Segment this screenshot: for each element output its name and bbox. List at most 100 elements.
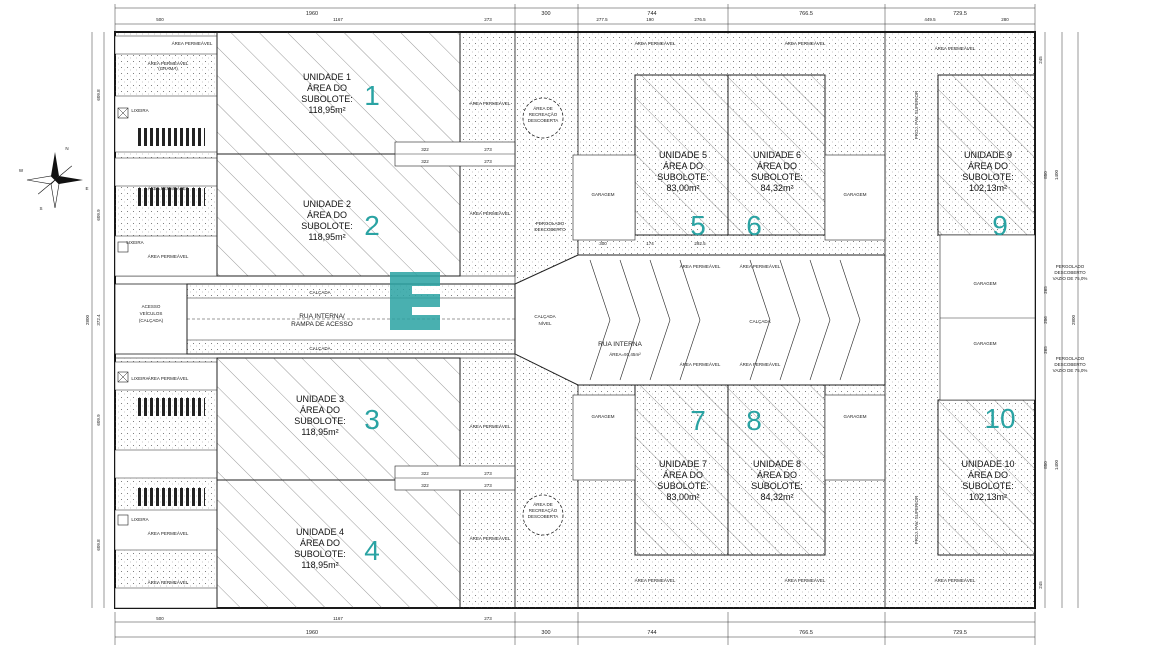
rec-top-2: RECREAÇÃO (529, 111, 558, 117)
dim-left-3: 372.4 (96, 314, 101, 326)
garagem-5: GARAGEM (591, 192, 614, 197)
perm-5b: ÁREA PERMEÁVEL (680, 263, 721, 269)
perm-8: ÁREA PERMEÁVEL (785, 577, 826, 583)
unit-3-line3: SUBOLOTE: (294, 416, 346, 426)
unit-4-line2: ÁREA DO (300, 538, 340, 548)
unit-5-label: UNIDADE 5 ÁREA DO SUBOLOTE: 83,00m² 5 (657, 150, 709, 241)
unit-2-area: 118,95m² (308, 232, 345, 242)
unit-6-line3: SUBOLOTE: (751, 172, 803, 182)
perm-grama-l1: (GRAMA) (158, 66, 178, 71)
dim-bottom-3: 744 (647, 630, 656, 636)
side-path-upper: 322 322 273 273 (394, 141, 516, 167)
misc-dim-174: 174 (646, 241, 654, 246)
road-dim-3: 273 (484, 147, 492, 152)
unit-6-label: UNIDADE 6 ÁREA DO SUBOLOTE: 84,32m² 6 (746, 150, 803, 241)
dim-right-sub-4: 265 (1043, 346, 1048, 354)
rec-top-1: ÁREA DE (533, 105, 553, 111)
unit-4-title: UNIDADE 4 (296, 527, 344, 537)
unit-2-line2: ÁREA DO (307, 210, 347, 220)
unit-7-label: UNIDADE 7 ÁREA DO SUBOLOTE: 83,00m² 7 (657, 405, 709, 502)
perm-5: ÁREA PERMEÁVEL (635, 40, 676, 46)
perm-label-l5: ÁREA PERMEÁVEL (148, 530, 189, 536)
dim-right-4: 1400 (1054, 459, 1059, 470)
acesso-line3: (CALÇADA) (139, 318, 164, 323)
unit-5-area: 83,00m² (666, 183, 699, 193)
dim-right-3: 2800 (1071, 314, 1076, 325)
dim-right-sub-1: 850 (1043, 171, 1048, 179)
unit-6-title: UNIDADE 6 (753, 150, 801, 160)
lixeira-label-2: LIXEIRA (126, 240, 143, 245)
perm-9: ÁREA PERMEÁVEL (935, 45, 976, 51)
lixeira-label-4: LIXEIRA (131, 517, 148, 522)
perm-label-c3: ÁREA PERMEÁVEL (470, 423, 511, 429)
pergolado-b3: VAZIO DE 75,0% (1053, 276, 1088, 281)
unit-8-line2: ÁREA DO (757, 470, 797, 480)
unit-10-number: 10 (984, 403, 1015, 434)
pergolado-a2: DESCOBERTO (534, 227, 566, 232)
dim-top-sub-2: 1167 (333, 17, 343, 22)
perm-label-c1: ÁREA PERMEÁVEL (470, 100, 511, 106)
perm-label-l0: ÁREA PERMEÁVEL (172, 40, 213, 46)
dim-top-sub-5: 190 (646, 17, 654, 22)
unit-6-lot (727, 74, 826, 236)
lixeira-label-3: LIXEIRA (131, 376, 148, 381)
unit-3-number: 3 (364, 404, 380, 435)
unit-8-title: UNIDADE 8 (753, 459, 801, 469)
dim-top-1: 1960 (306, 11, 318, 17)
unit-8-line3: SUBOLOTE: (751, 481, 803, 491)
road-dim-8: 273 (484, 483, 492, 488)
unit-8-number: 8 (746, 405, 762, 436)
unit-4-label: UNIDADE 4 ÁREA DO SUBOLOTE: 118,95m² 4 (294, 527, 380, 570)
top-dimensions: 1960 300 744 766.5 729.5 500 1167 273 27… (114, 4, 1036, 34)
dim-top-sub-4: 277.5 (596, 17, 608, 22)
garagem-8: GARAGEM (843, 414, 866, 419)
garagem-7: GARAGEM (591, 414, 614, 419)
calcada-nivel-2: NÍVEL (538, 320, 552, 326)
calcada-bottom: CALÇADA (309, 346, 330, 351)
unit-9-label: UNIDADE 9 ÁREA DO SUBOLOTE: 102,13m² 9 (962, 150, 1014, 241)
right-dimensions: 245 1400 2800 1400 245 850 265 206 265 8… (1038, 32, 1079, 608)
unit-2-title: UNIDADE 2 (303, 199, 351, 209)
road-dim-5: 322 (421, 471, 429, 476)
unit-3-lot (216, 357, 461, 481)
road-dim-2: 322 (421, 159, 429, 164)
dim-bottom-sub-3: 273 (484, 616, 492, 621)
dim-right-1: 245 (1038, 56, 1043, 64)
acesso-line2: VEÍCULOS (140, 310, 163, 316)
dim-left-5: 609.8 (96, 539, 101, 551)
watermark-logo (390, 272, 440, 330)
unit-7-line3: SUBOLOTE: (657, 481, 709, 491)
unit-9-title: UNIDADE 9 (964, 150, 1012, 160)
perm-label-c2: ÁREA PERMEÁVEL (470, 210, 511, 216)
perm-label-l4: ÁREA PERMEÁVEL (148, 375, 189, 381)
perm-10: ÁREA PERMEÁVEL (935, 577, 976, 583)
recreation-top: ÁREA DE RECREAÇÃO DESCOBERTA (522, 97, 564, 139)
unit-9-area: 102,13m² (969, 183, 1007, 193)
perm-label-l6: ÁREA PERMEÁVEL (148, 579, 189, 585)
perm-6b: ÁREA PERMEÁVEL (740, 263, 781, 269)
unit-9-lot (937, 74, 1036, 236)
unit-5-line2: ÁREA DO (663, 161, 703, 171)
dim-right-2: 1400 (1054, 169, 1059, 180)
unit-4-lot (216, 479, 461, 609)
rec-bot-3: DESCOBERTA (528, 514, 559, 519)
unit-6-number: 6 (746, 210, 762, 241)
unit-3-area: 118,95m² (301, 427, 338, 437)
center-street-label: RUA INTERNA (598, 341, 642, 348)
unit-1-area: 118,95m² (308, 105, 345, 115)
perm-label-c4: ÁREA PERMEÁVEL (470, 535, 511, 541)
unit-5-title: UNIDADE 5 (659, 150, 707, 160)
garagem-10: GARAGEM (973, 341, 996, 346)
unit-5-line3: SUBOLOTE: (657, 172, 709, 182)
left-dimensions: 609.8 609.9 372.4 609.9 609.8 2800 (85, 32, 105, 608)
dim-top-sub-10: 449.5 (924, 17, 936, 22)
unit-10-lot (937, 399, 1036, 556)
calcada-nivel-1: CALÇADA (534, 314, 555, 319)
unit-8-lot (727, 384, 826, 556)
garage-9-10 (939, 234, 1036, 401)
unit-4-number: 4 (364, 535, 380, 566)
compass-s: S (39, 206, 42, 211)
unit-10-label: UNIDADE 10 ÁREA DO SUBOLOTE: 102,13m² 10 (961, 403, 1015, 502)
dim-top-4: 766.5 (799, 11, 813, 17)
ramp-label-1: RUA INTERNA/ (299, 313, 345, 320)
